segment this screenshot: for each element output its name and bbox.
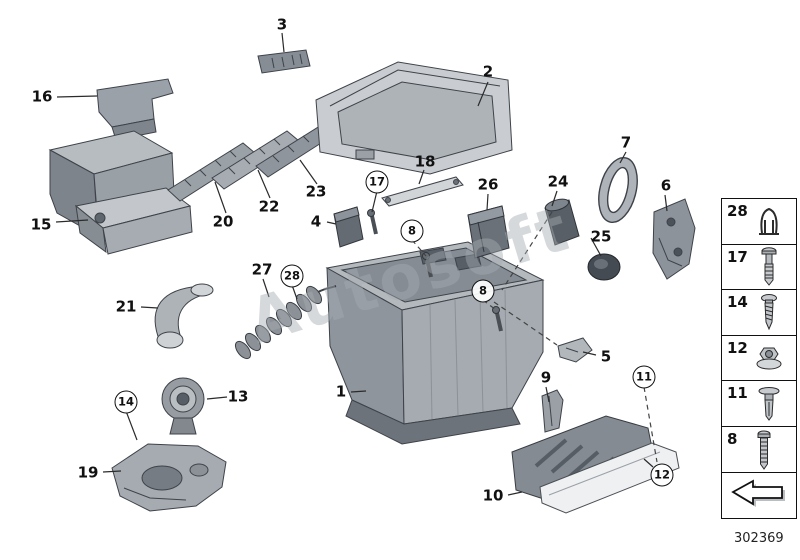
part-18-rail	[381, 176, 464, 207]
callout-11[interactable]: 11	[632, 365, 656, 389]
expansion-rivet-icon	[748, 386, 791, 422]
callout-26[interactable]: 26	[477, 175, 499, 194]
legend-item-14[interactable]: 14	[721, 289, 797, 337]
callout-8-b[interactable]: 8	[471, 279, 495, 303]
callout-17[interactable]: 17	[365, 170, 389, 194]
clip-icon	[748, 203, 791, 241]
callout-6[interactable]: 6	[660, 176, 672, 195]
bolt-icon	[737, 430, 791, 470]
legend-label-11: 11	[727, 384, 748, 403]
callout-18[interactable]: 18	[414, 152, 436, 171]
tapping-screw-icon	[748, 293, 791, 332]
legend-label-14: 14	[727, 293, 748, 312]
legend-item-17[interactable]: 17	[721, 243, 797, 291]
callout-1[interactable]: 1	[335, 382, 347, 401]
callout-20[interactable]: 20	[212, 212, 234, 231]
part-19-bracket	[111, 443, 227, 512]
callout-24[interactable]: 24	[547, 172, 569, 191]
part-4-module	[333, 206, 364, 248]
legend-item-28[interactable]: 28	[721, 198, 797, 245]
part-2-cover	[315, 61, 513, 175]
legend-item-12[interactable]: 12	[721, 334, 797, 382]
callout-25[interactable]: 25	[590, 227, 612, 246]
legend-item-11[interactable]: 11	[721, 380, 797, 428]
diagram-number: 302369	[734, 531, 784, 546]
legend-label-28: 28	[727, 202, 748, 220]
callout-22[interactable]: 22	[258, 197, 280, 216]
part-6-bracket	[652, 198, 696, 280]
part-3-strip	[257, 49, 311, 74]
callout-2[interactable]: 2	[482, 62, 494, 81]
callout-4[interactable]: 4	[310, 212, 322, 231]
part-16-bracket	[96, 78, 174, 141]
part-7-seal	[598, 156, 638, 224]
part-5-bracket	[557, 337, 593, 363]
part-13-clamp	[161, 377, 205, 435]
part-21-duct	[154, 283, 214, 349]
legend-label-17: 17	[727, 247, 748, 266]
part-24-module	[544, 198, 580, 246]
callout-9[interactable]: 9	[540, 368, 552, 387]
callout-3[interactable]: 3	[276, 15, 288, 34]
callout-16[interactable]: 16	[31, 87, 53, 106]
part-26-module	[467, 205, 510, 259]
callout-14[interactable]: 14	[114, 390, 138, 414]
part-1-ebox	[325, 241, 545, 445]
legend-item-8[interactable]: 8	[721, 426, 797, 474]
part-10-cover	[511, 415, 680, 514]
callout-13[interactable]: 13	[227, 387, 249, 406]
part-25-grommet	[587, 253, 621, 281]
flange-nut-icon	[748, 344, 791, 372]
part-27-harness	[234, 285, 337, 360]
callout-19[interactable]: 19	[77, 463, 99, 482]
callout-23[interactable]: 23	[305, 182, 327, 201]
direction-arrow-icon	[730, 476, 788, 514]
callout-10[interactable]: 10	[482, 486, 504, 505]
screw-icon	[748, 247, 791, 287]
callout-8-a[interactable]: 8	[400, 219, 424, 243]
direction-arrow-box	[721, 471, 797, 519]
part-15-carrier	[48, 130, 193, 255]
callout-5[interactable]: 5	[600, 347, 612, 366]
callout-21[interactable]: 21	[115, 297, 137, 316]
fastener-legend: 28 17 14	[721, 198, 797, 519]
part-9-bracket	[541, 389, 564, 433]
callout-7[interactable]: 7	[620, 133, 632, 152]
callout-12[interactable]: 12	[650, 463, 674, 487]
callout-28[interactable]: 28	[280, 264, 304, 288]
legend-label-12: 12	[727, 338, 748, 357]
callout-27[interactable]: 27	[251, 260, 273, 279]
callout-15[interactable]: 15	[30, 215, 52, 234]
legend-label-8: 8	[727, 430, 738, 449]
